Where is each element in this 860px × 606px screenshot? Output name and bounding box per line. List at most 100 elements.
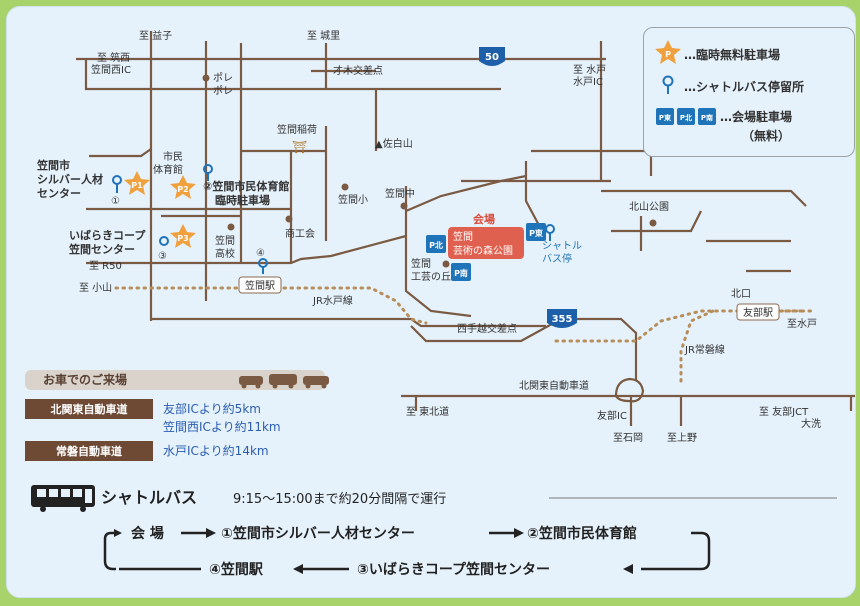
direction-mashiko: 至 益子 — [139, 29, 172, 42]
place-kasama-high-1: 笠間 — [215, 234, 235, 247]
svg-text:P北: P北 — [429, 240, 443, 250]
place-pore-2: ポレ — [213, 85, 233, 97]
svg-text:P南: P南 — [454, 268, 468, 278]
place-sashirayama: ▲佐白山 — [375, 137, 413, 150]
star-icon — [170, 224, 196, 248]
svg-text:P3: P3 — [177, 234, 188, 243]
legend-venue-parking-note: （無料） — [742, 128, 790, 143]
place-kasama-elementary: 笠間小 — [338, 193, 368, 206]
direction-oyama: 至 小山 — [79, 282, 112, 294]
direction-r50: 至 R50 — [89, 260, 122, 272]
svg-text:P2: P2 — [177, 185, 188, 194]
venue-name-2: 芸術の森公園 — [453, 244, 513, 257]
route-stop-kasama-station: ④笠間駅 — [209, 561, 264, 578]
legend-temp-parking: …臨時無料駐車場 — [684, 47, 780, 62]
route-50-label: 50 — [485, 52, 499, 63]
place-kitayama-park: 北山公園 — [629, 201, 669, 213]
direction-tsukuba: 至 筑西 — [97, 51, 130, 64]
railway-lines — [114, 286, 818, 383]
place-gym-parking-2: 臨時駐車場 — [215, 193, 270, 207]
route-stop-silver-center: ①笠間市シルバー人材センター — [221, 525, 415, 542]
legend-graphics: P …臨時無料駐車場 …シャトルバス停留所 P東 P北 P南 …会場駐車場 （無… — [655, 40, 804, 143]
route-loop-left — [103, 531, 116, 571]
map-card: 50 355 至 益子 至 城里 至 筑西 笠間西IC 至 水戸 水戸IC 至 … — [6, 6, 856, 598]
venue-name-1: 笠間 — [453, 230, 473, 243]
shuttle-schedule: 9:15〜15:00まで約20分間隔で運行 — [233, 492, 446, 507]
svg-text:P1: P1 — [131, 181, 143, 190]
place-saiki-intersection: 才木交差点 — [333, 64, 383, 77]
place-shimin-gym-1: 市民 — [163, 150, 183, 163]
svg-text:P東: P東 — [659, 113, 672, 122]
svg-text:P南: P南 — [701, 113, 713, 122]
legend-venue-parking: …会場駐車場 — [720, 109, 792, 124]
access-title: お車でのご来場 — [43, 372, 127, 387]
parking-icon — [526, 223, 546, 241]
arrow-left-icon — [293, 564, 303, 574]
parking-icon — [451, 263, 471, 281]
place-shokokai: 商工会 — [285, 227, 315, 240]
place-silver-center-1: 笠間市 — [36, 158, 70, 172]
car-icons — [239, 374, 329, 389]
temp-parking-p2: P2 — [170, 175, 196, 199]
road-network — [76, 31, 855, 426]
temp-parking-p3: P3 — [170, 224, 196, 248]
venue-box — [448, 227, 524, 259]
arrow-right-icon — [514, 528, 524, 538]
direction-ishioka: 至石岡 — [613, 432, 643, 444]
kita-kanto-exp-label: 北関東自動車道 — [519, 379, 589, 392]
venue-parking-east: P東 — [526, 223, 546, 241]
car-icon — [269, 374, 297, 385]
jr-mito-line-label: JR水戸線 — [312, 294, 353, 307]
car-icon — [239, 376, 263, 385]
place-nishi-tegoshi-intersection: 西手越交差点 — [457, 322, 517, 335]
place-pore-1: ポレ — [213, 72, 233, 84]
bus-stop-1: ① — [111, 175, 122, 207]
access-road-1-line-1: 友部ICより約5km — [163, 401, 261, 416]
legend-parking-south-icon — [698, 108, 716, 125]
route-stop-venue: 会 場 — [131, 525, 164, 542]
route-loop-right — [641, 531, 711, 571]
car-icon — [303, 376, 329, 385]
place-silver-center-3: センター — [37, 187, 81, 200]
shrine-icon: ⛩ — [292, 140, 307, 154]
legend-parking-north-icon — [677, 108, 695, 125]
place-shimin-gym-2: 体育館 — [153, 163, 183, 176]
venue-heading: 会場 — [473, 212, 495, 226]
star-icon — [170, 175, 196, 199]
direction-tohoku-exp: 至 東北道 — [406, 405, 449, 418]
bus-icon — [31, 485, 95, 512]
shuttle-stop-label-1: シャトル — [542, 241, 582, 252]
svg-text:①: ① — [111, 196, 120, 207]
parking-icon — [426, 235, 446, 253]
place-kasama-high-2: 高校 — [215, 247, 235, 260]
access-road-1-line-2: 笠間西ICより約11km — [163, 419, 281, 434]
direction-tomobe-jct: 至 友部JCT — [759, 405, 809, 418]
place-kogei-1: 笠間 — [411, 257, 431, 270]
route-50-shield: 50 — [479, 47, 505, 66]
svg-text:P北: P北 — [680, 113, 692, 122]
bus-stop-venue — [545, 224, 555, 241]
access-road-2-line-1: 水戸ICより約14km — [163, 443, 269, 458]
bus-stop-4: ④ — [256, 248, 268, 274]
route-355-label: 355 — [552, 314, 573, 325]
tomobe-ic-label: 友部IC — [597, 409, 627, 422]
route-stop-coop: ③いばらきコープ笠間センター — [357, 561, 550, 578]
arrow-right-icon — [206, 528, 216, 538]
star-icon — [124, 171, 150, 195]
svg-text:④: ④ — [256, 248, 265, 259]
place-kitaguchi: 北口 — [731, 288, 751, 300]
bus-stop-icon — [112, 175, 122, 185]
route-stop-gym: ②笠間市民体育館 — [527, 525, 637, 542]
direction-mito-bottom: 至水戸 — [787, 318, 817, 330]
legend-bus-stop-icon — [662, 75, 674, 87]
svg-text:③: ③ — [158, 251, 167, 262]
bus-stop-icon — [545, 224, 555, 234]
svg-text:P: P — [665, 50, 671, 59]
route-355-shield: 355 — [547, 309, 577, 328]
venue-parking-south: P南 — [451, 263, 471, 281]
direction-kamiue: 至上野 — [667, 432, 697, 444]
place-ibaraki-coop-1: いばらきコープ — [69, 228, 146, 242]
direction-oarai: 大洗 — [801, 417, 821, 430]
legend: P …臨時無料駐車場 …シャトルバス停留所 P東 P北 P南 …会場駐車場 （無… — [643, 27, 855, 157]
jr-joban-line-label: JR常磐線 — [684, 343, 725, 356]
